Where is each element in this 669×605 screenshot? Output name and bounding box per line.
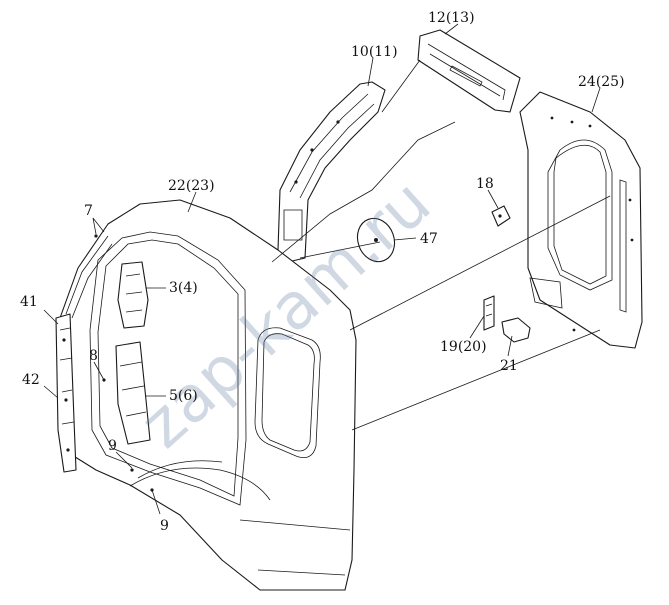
assembly-lines [271, 59, 611, 431]
callout-10: 10(11) [351, 44, 398, 60]
side-body-22 [55, 199, 357, 591]
callout-47: 47 [420, 231, 438, 247]
callout-9-upper: 9 [108, 438, 117, 454]
patch-47 [356, 217, 396, 263]
callout-18: 18 [476, 176, 494, 192]
bracket-21 [501, 317, 531, 343]
callout-22: 22(23) [168, 178, 215, 194]
callout-5: 5(6) [169, 388, 198, 404]
callout-12: 12(13) [428, 10, 475, 26]
pillar-panel-10 [277, 81, 386, 263]
bracket-18 [491, 205, 511, 227]
callout-41: 41 [20, 294, 38, 310]
bracket-19 [483, 295, 495, 331]
callout-21: 21 [500, 358, 518, 374]
roof-panel-12 [417, 29, 521, 113]
rear-side-panel-24 [519, 91, 643, 349]
callout-24: 24(25) [578, 74, 625, 90]
callout-8: 8 [89, 348, 98, 364]
callout-9-lower: 9 [160, 518, 169, 534]
callout-leaders [43, 23, 601, 515]
callout-3: 3(4) [169, 280, 198, 296]
callout-42: 42 [22, 372, 40, 388]
callout-7: 7 [84, 203, 93, 219]
callout-19: 19(20) [440, 339, 487, 355]
